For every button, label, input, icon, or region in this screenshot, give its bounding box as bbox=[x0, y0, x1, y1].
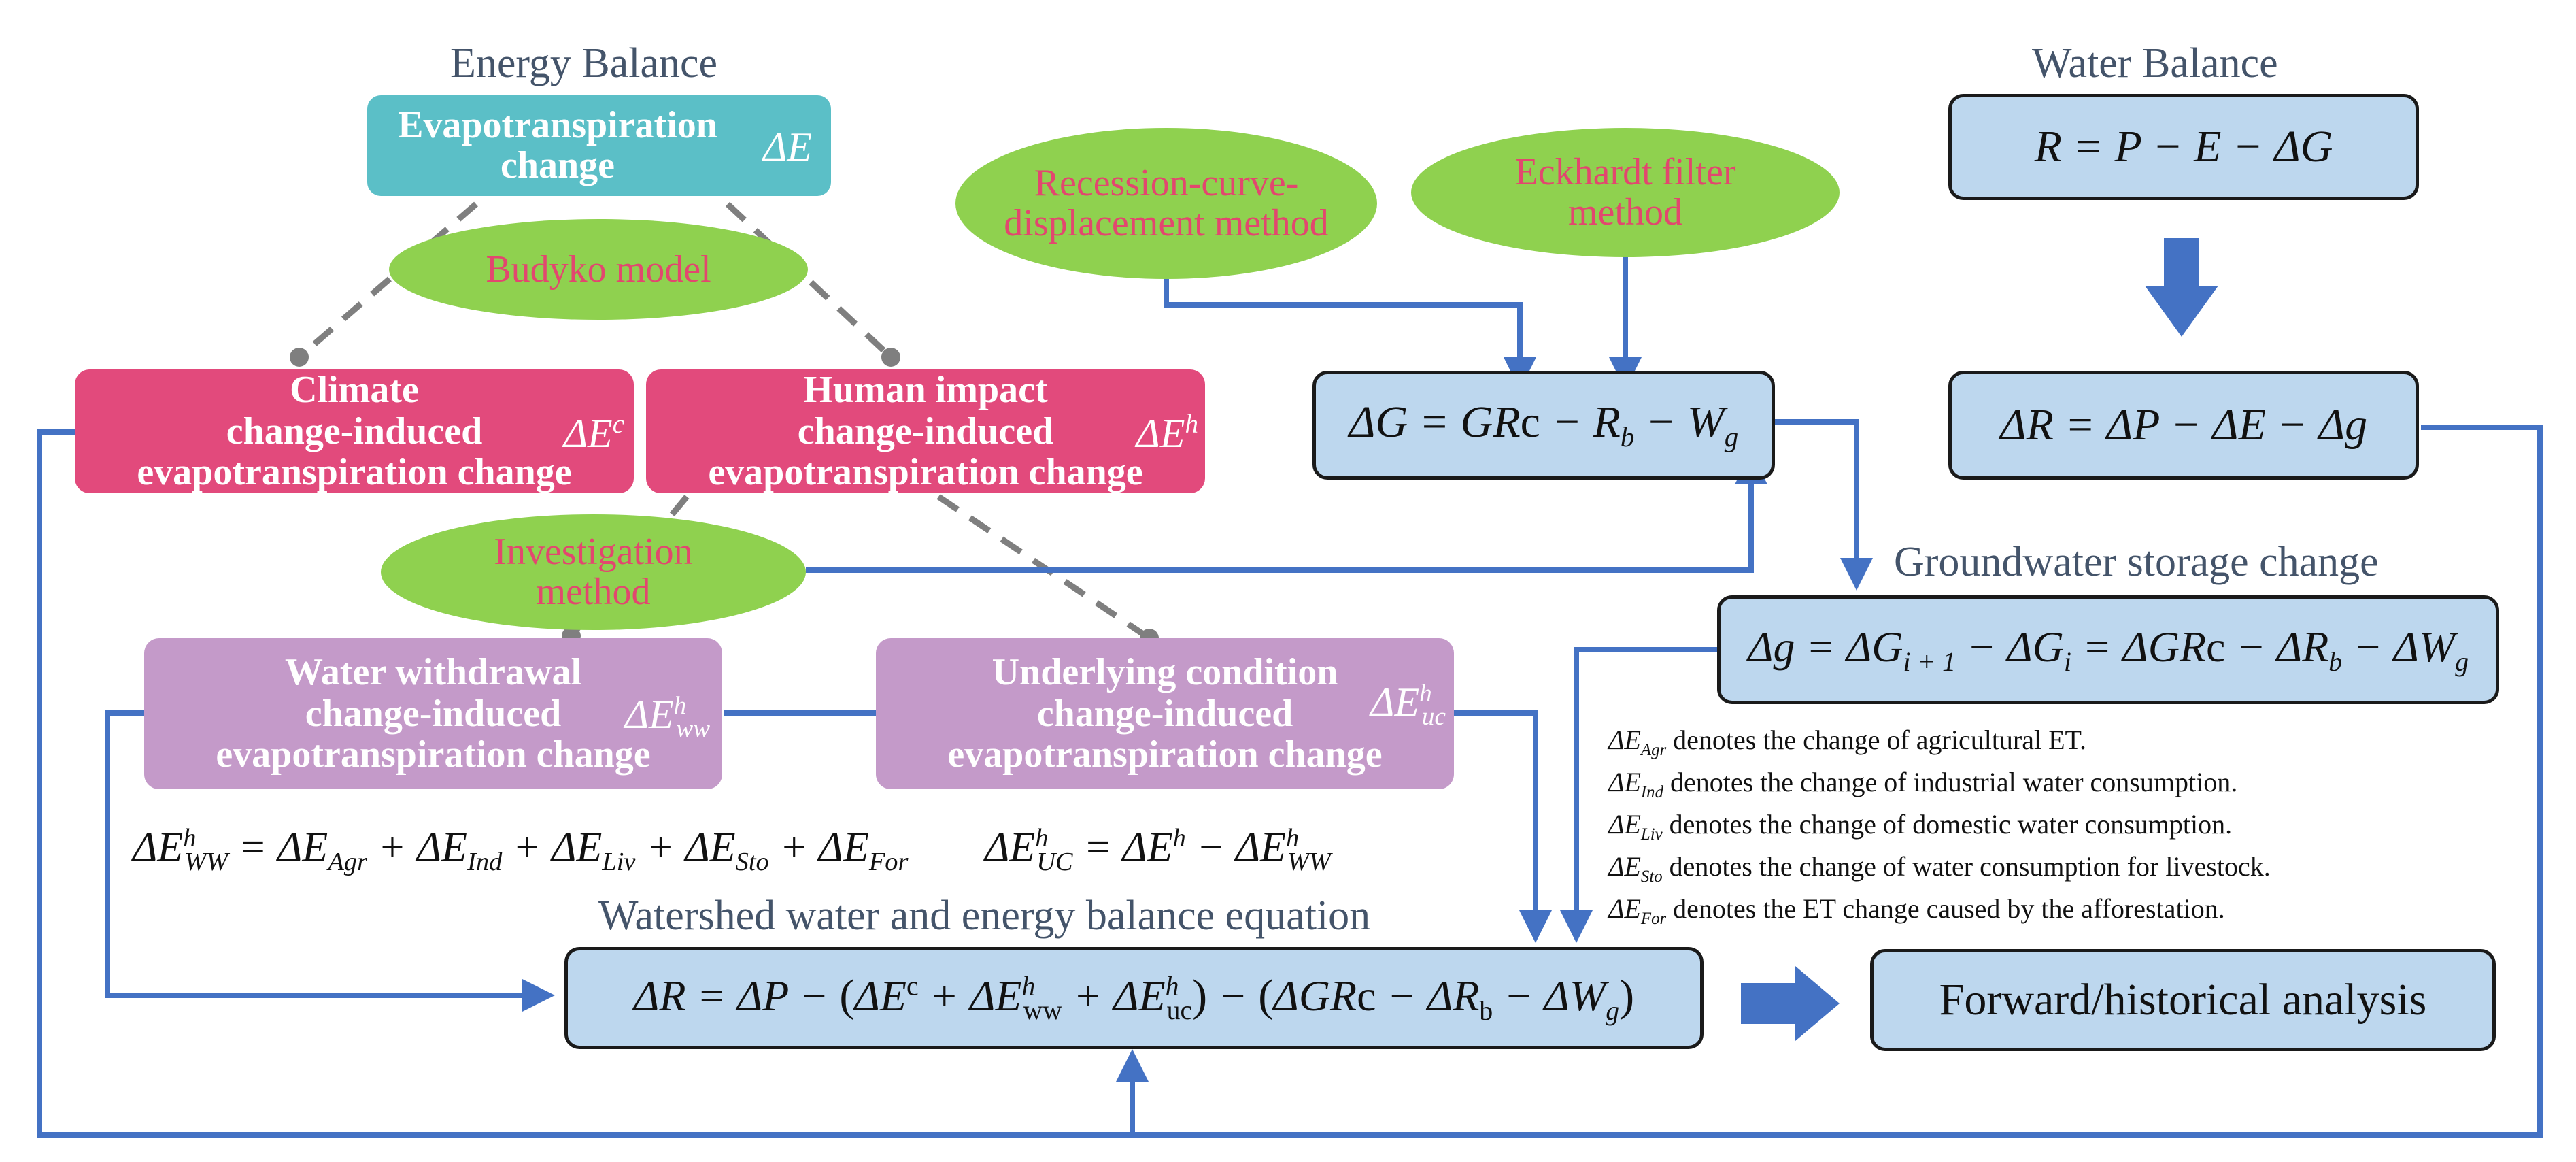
investigation-label: Investigation method bbox=[494, 531, 693, 613]
right-arrow-icon bbox=[1741, 966, 1840, 1041]
underlying-symbol: ΔEhuc bbox=[1370, 680, 1446, 731]
withdrawal-line1: Water withdrawal bbox=[284, 651, 582, 694]
forward-label: Forward/historical analysis bbox=[1939, 975, 2427, 1025]
human-line2: change-induced bbox=[797, 410, 1054, 452]
withdrawal-line2: change-induced bbox=[305, 692, 562, 735]
underlying-line3: evapotranspiration change bbox=[947, 733, 1383, 776]
watershed-equation-box: ΔR = ΔP − (ΔEc + ΔEhww + ΔEhuc) − (ΔGRc … bbox=[564, 947, 1704, 1049]
budyko-model-oval: Budyko model bbox=[389, 219, 808, 320]
climate-evapotranspiration-box: Climate change-induced evapotranspiratio… bbox=[75, 369, 634, 493]
note-for: ΔEFor denotes the ET change caused by th… bbox=[1608, 893, 2225, 928]
watershed-equation: ΔR = ΔP − (ΔEc + ΔEhww + ΔEhuc) − (ΔGRc … bbox=[633, 970, 1635, 1026]
withdrawal-line3: evapotranspiration change bbox=[216, 733, 651, 776]
recession-label: Recession-curve-displacement method bbox=[1004, 162, 1329, 244]
note-sto: ΔESto denotes the change of water consum… bbox=[1608, 851, 2271, 886]
evapotranspiration-change-box: Evapotranspiration change ΔE bbox=[367, 95, 831, 196]
delta-g-equation-box: ΔG = GRc − Rb − Wg bbox=[1312, 371, 1775, 480]
down-arrow-icon bbox=[2145, 238, 2218, 337]
note-agr: ΔEAgr denotes the change of agricultural… bbox=[1608, 725, 2087, 759]
human-impact-evapotranspiration-box: Human impact change-induced evapotranspi… bbox=[646, 369, 1205, 493]
note-ind: ΔEInd denotes the change of industrial w… bbox=[1608, 767, 2238, 801]
delta-g-equation: ΔG = GRc − Rb − Wg bbox=[1349, 397, 1739, 453]
climate-line1: Climate bbox=[290, 369, 419, 412]
eckhardt-label: Eckhardt filter method bbox=[1514, 151, 1736, 233]
watershed-title: Watershed water and energy balance equat… bbox=[598, 893, 1371, 939]
underlying-condition-evapotranspiration-box: Underlying condition change-induced evap… bbox=[876, 638, 1454, 789]
underlying-formula: ΔEhUC = ΔEh − ΔEhWW bbox=[985, 824, 1331, 877]
evapotranspiration-label: Evapotranspiration change bbox=[398, 104, 717, 186]
climate-line2: change-induced bbox=[226, 410, 483, 452]
energy-balance-title: Energy Balance bbox=[450, 40, 718, 86]
climate-symbol: ΔEc bbox=[563, 410, 624, 456]
water-balance-title: Water Balance bbox=[2032, 40, 2278, 86]
underlying-line1: Underlying condition bbox=[992, 651, 1338, 694]
groundwater-equation-box: Δg = ΔGi + 1 − ΔGi = ΔGRc − ΔRb − ΔWg bbox=[1717, 595, 2499, 704]
human-symbol: ΔEh bbox=[1136, 410, 1198, 456]
recession-curve-oval: Recession-curve-displacement method bbox=[955, 128, 1377, 279]
eckhardt-filter-oval: Eckhardt filter method bbox=[1411, 128, 1840, 257]
evapo-symbol: ΔE bbox=[763, 124, 812, 169]
water-balance-equation: R = P − E − ΔG bbox=[2034, 122, 2333, 171]
human-line3: evapotranspiration change bbox=[708, 451, 1143, 494]
human-line1: Human impact bbox=[803, 369, 1048, 412]
delta-r-equation: ΔR = ΔP − ΔE − Δg bbox=[1999, 400, 2368, 450]
investigation-method-oval: Investigation method bbox=[381, 514, 806, 630]
withdrawal-symbol: ΔEhww bbox=[624, 692, 710, 743]
budyko-label: Budyko model bbox=[486, 248, 711, 290]
withdrawal-sum-formula: ΔEhWW = ΔEAgr + ΔEInd + ΔELiv + ΔESto + … bbox=[133, 824, 909, 877]
groundwater-title: Groundwater storage change bbox=[1894, 539, 2379, 585]
water-balance-equation-box: R = P − E − ΔG bbox=[1948, 94, 2419, 200]
climate-line3: evapotranspiration change bbox=[137, 451, 572, 494]
note-liv: ΔELiv denotes the change of domestic wat… bbox=[1608, 809, 2233, 844]
delta-r-equation-box: ΔR = ΔP − ΔE − Δg bbox=[1948, 371, 2419, 480]
underlying-line2: change-induced bbox=[1036, 692, 1293, 735]
forward-historical-analysis-box: Forward/historical analysis bbox=[1870, 949, 2496, 1051]
water-withdrawal-evapotranspiration-box: Water withdrawal change-induced evapotra… bbox=[144, 638, 722, 789]
groundwater-equation: Δg = ΔGi + 1 − ΔGi = ΔGRc − ΔRb − ΔWg bbox=[1747, 622, 2469, 677]
